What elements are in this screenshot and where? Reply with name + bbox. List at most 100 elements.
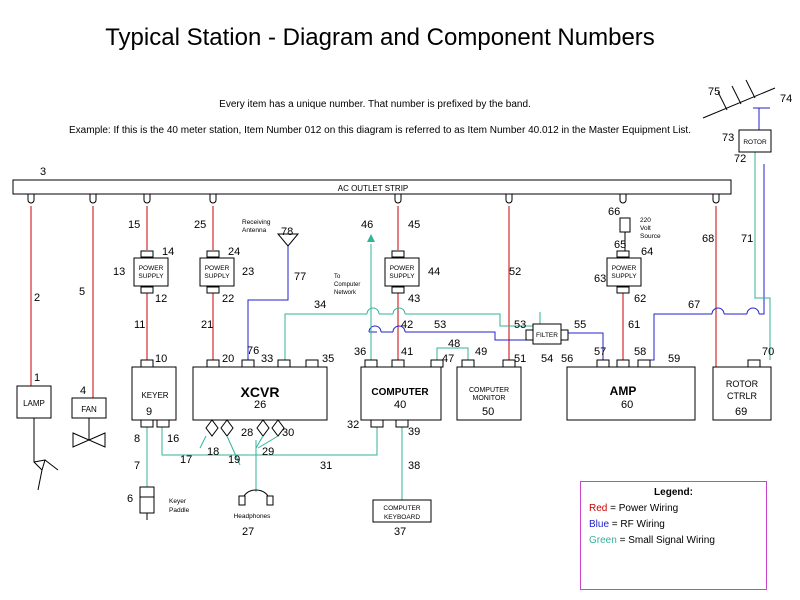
- svg-text:POWER: POWER: [205, 265, 230, 272]
- svg-text:22: 22: [222, 293, 234, 305]
- svg-text:71: 71: [741, 233, 753, 245]
- svg-text:1: 1: [34, 372, 40, 384]
- svg-text:77: 77: [294, 271, 306, 283]
- svg-text:SUPPLY: SUPPLY: [611, 273, 637, 280]
- svg-text:KEYBOARD: KEYBOARD: [384, 514, 420, 521]
- legend-power: Red = Power Wiring: [589, 503, 679, 514]
- svg-text:63: 63: [594, 273, 606, 285]
- svg-text:50: 50: [482, 406, 494, 418]
- antenna-icon: [702, 79, 776, 119]
- filter: FILTER: [525, 323, 569, 345]
- svg-text:45: 45: [408, 219, 420, 231]
- amp: AMP: [566, 359, 696, 421]
- svg-text:17: 17: [180, 454, 192, 466]
- svg-text:29: 29: [262, 446, 274, 458]
- svg-text:11: 11: [134, 319, 145, 331]
- svg-text:LAMP: LAMP: [23, 399, 45, 408]
- svg-text:35: 35: [322, 353, 334, 365]
- computer-monitor: COMPUTER MONITOR: [456, 359, 522, 421]
- svg-text:62: 62: [634, 293, 646, 305]
- power-wiring: [30, 206, 717, 398]
- item-number-3: 3: [40, 166, 46, 178]
- svg-text:51: 51: [514, 353, 526, 365]
- svg-text:13: 13: [113, 266, 125, 278]
- volt-source-66: 220 Volt Source: [619, 217, 661, 251]
- svg-text:Source: Source: [640, 233, 661, 240]
- svg-text:CTRLR: CTRLR: [727, 391, 758, 401]
- svg-text:74: 74: [780, 93, 792, 105]
- svg-text:67: 67: [688, 299, 700, 311]
- intro-note: Every item has a unique number. That num…: [219, 99, 531, 110]
- svg-text:28: 28: [241, 427, 253, 439]
- legend: Legend: Red = Power Wiring Blue = RF Wir…: [580, 481, 767, 590]
- svg-text:220: 220: [640, 217, 651, 224]
- svg-text:72: 72: [734, 153, 746, 165]
- svg-text:FAN: FAN: [81, 405, 97, 414]
- svg-text:75: 75: [708, 86, 720, 98]
- computer: COMPUTER: [360, 359, 444, 428]
- svg-text:KEYER: KEYER: [141, 391, 168, 400]
- svg-text:ROTOR: ROTOR: [726, 379, 759, 389]
- svg-text:Antenna: Antenna: [242, 227, 267, 234]
- svg-text:43: 43: [408, 293, 420, 305]
- svg-text:64: 64: [641, 246, 653, 258]
- svg-text:SUPPLY: SUPPLY: [204, 273, 230, 280]
- svg-text:XCVR: XCVR: [241, 384, 280, 400]
- receiving-antenna-78: Receiving Antenna: [242, 219, 300, 247]
- svg-text:Receiving: Receiving: [242, 219, 271, 226]
- svg-text:53: 53: [514, 319, 526, 331]
- svg-text:Paddle: Paddle: [169, 507, 190, 514]
- lamp: LAMP: [16, 385, 59, 491]
- svg-text:Headphones: Headphones: [234, 513, 272, 520]
- svg-text:59: 59: [668, 353, 680, 365]
- power-supply-63: POWER SUPPLY: [606, 250, 642, 294]
- svg-text:19: 19: [228, 454, 240, 466]
- svg-text:41: 41: [401, 346, 413, 358]
- svg-text:30: 30: [282, 427, 294, 439]
- svg-text:12: 12: [155, 293, 167, 305]
- svg-text:46: 46: [361, 219, 373, 231]
- svg-text:Keyer: Keyer: [169, 498, 187, 505]
- svg-text:POWER: POWER: [139, 265, 164, 272]
- svg-text:32: 32: [347, 419, 359, 431]
- svg-text:55: 55: [574, 319, 586, 331]
- power-supply-23: POWER SUPPLY: [199, 250, 235, 294]
- svg-text:7: 7: [134, 460, 140, 472]
- keyer: KEYER: [131, 359, 177, 428]
- svg-text:SUPPLY: SUPPLY: [138, 273, 164, 280]
- svg-text:42: 42: [401, 319, 413, 331]
- svg-text:48: 48: [448, 338, 460, 350]
- svg-text:40: 40: [394, 399, 406, 411]
- svg-text:Computer: Computer: [334, 282, 360, 288]
- svg-text:60: 60: [621, 399, 633, 411]
- svg-text:33: 33: [261, 353, 273, 365]
- legend-signal: Green = Small Signal Wiring: [589, 535, 715, 546]
- svg-text:78: 78: [281, 226, 293, 238]
- legend-title: Legend:: [654, 487, 693, 498]
- computer-keyboard: COMPUTER KEYBOARD: [372, 499, 432, 523]
- svg-text:POWER: POWER: [390, 265, 415, 272]
- svg-text:68: 68: [702, 233, 714, 245]
- svg-text:2: 2: [34, 292, 40, 304]
- ac-outlet-strip: [12, 179, 732, 195]
- svg-text:15: 15: [128, 219, 140, 231]
- svg-text:20: 20: [222, 353, 234, 365]
- svg-text:SUPPLY: SUPPLY: [389, 273, 415, 280]
- power-supply-13: POWER SUPPLY: [133, 250, 169, 294]
- svg-text:58: 58: [634, 346, 646, 358]
- svg-text:24: 24: [228, 246, 240, 258]
- svg-text:37: 37: [394, 526, 406, 538]
- svg-text:70: 70: [762, 346, 774, 358]
- svg-text:53: 53: [434, 319, 446, 331]
- svg-text:25: 25: [194, 219, 206, 231]
- svg-text:31: 31: [320, 460, 332, 472]
- svg-text:52: 52: [509, 266, 521, 278]
- diagram-title: Typical Station - Diagram and Component …: [105, 24, 655, 51]
- outlet-plugs: [27, 194, 720, 204]
- svg-text:27: 27: [242, 526, 254, 538]
- headphones: Headphones: [234, 489, 274, 520]
- svg-text:21: 21: [201, 319, 213, 331]
- svg-text:61: 61: [628, 319, 640, 331]
- svg-text:76: 76: [247, 345, 259, 357]
